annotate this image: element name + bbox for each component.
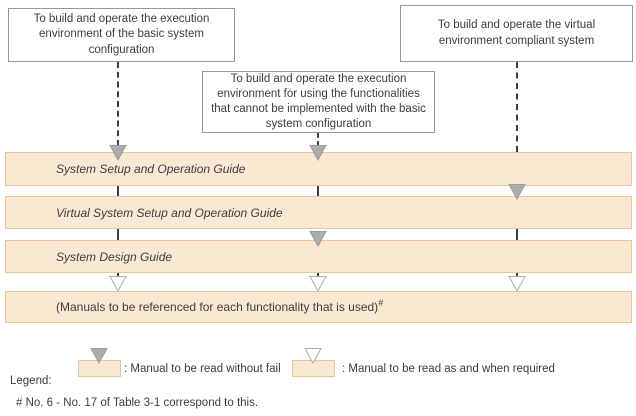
manual-bar-label: System Design Guide (56, 249, 173, 264)
purpose-box-virtual-environment: To build and operate the virtual environ… (400, 5, 633, 62)
purpose-box-virtual-environment-text: To build and operate the virtual environ… (437, 19, 596, 47)
manual-bar-virtual-system-setup: Virtual System Setup and Operation Guide (5, 196, 632, 229)
footnote-marker: # (378, 298, 384, 308)
purpose-box-basic-system-text: To build and operate the execution envir… (33, 13, 210, 56)
purpose-box-basic-system: To build and operate the execution envir… (8, 8, 235, 62)
dashed-connector (317, 272, 319, 277)
optional-arrow-icon (309, 276, 327, 292)
dashed-connector (117, 229, 119, 240)
purpose-box-extra-functionality-text: To build and operate the execution envir… (211, 72, 426, 131)
legend-label-must-read: : Manual to be read without fail (124, 362, 281, 375)
dashed-connector (317, 133, 319, 146)
dashed-connector (516, 62, 518, 152)
dashed-connector (117, 62, 119, 146)
dashed-connector (317, 186, 319, 196)
must-read-arrow-icon (508, 184, 526, 200)
dashed-connector (117, 186, 119, 196)
dashed-connector (117, 272, 119, 277)
footnote-text: # No. 6 - No. 17 of Table 3-1 correspond… (16, 397, 259, 409)
manual-bar-label: System Setup and Operation Guide (56, 162, 246, 176)
optional-arrow-icon (304, 348, 322, 364)
must-read-arrow-icon (109, 145, 127, 161)
dashed-connector (516, 272, 518, 277)
must-read-arrow-icon (309, 231, 327, 247)
optional-arrow-icon (508, 276, 526, 292)
purpose-box-extra-functionality: To build and operate the execution envir… (202, 71, 435, 133)
legend-label-optional: : Manual to be read as and when required (342, 362, 555, 375)
legend-title: Legend: (10, 375, 52, 387)
must-read-arrow-icon (309, 145, 327, 161)
manual-bar-label: (Manuals to be referenced for each funct… (56, 298, 384, 315)
dashed-connector (516, 229, 518, 240)
manual-bar-functionality-manuals: (Manuals to be referenced for each funct… (5, 291, 632, 323)
optional-arrow-icon (109, 276, 127, 292)
manual-bar-label: Virtual System Setup and Operation Guide (56, 205, 283, 220)
must-read-arrow-icon (90, 348, 108, 364)
